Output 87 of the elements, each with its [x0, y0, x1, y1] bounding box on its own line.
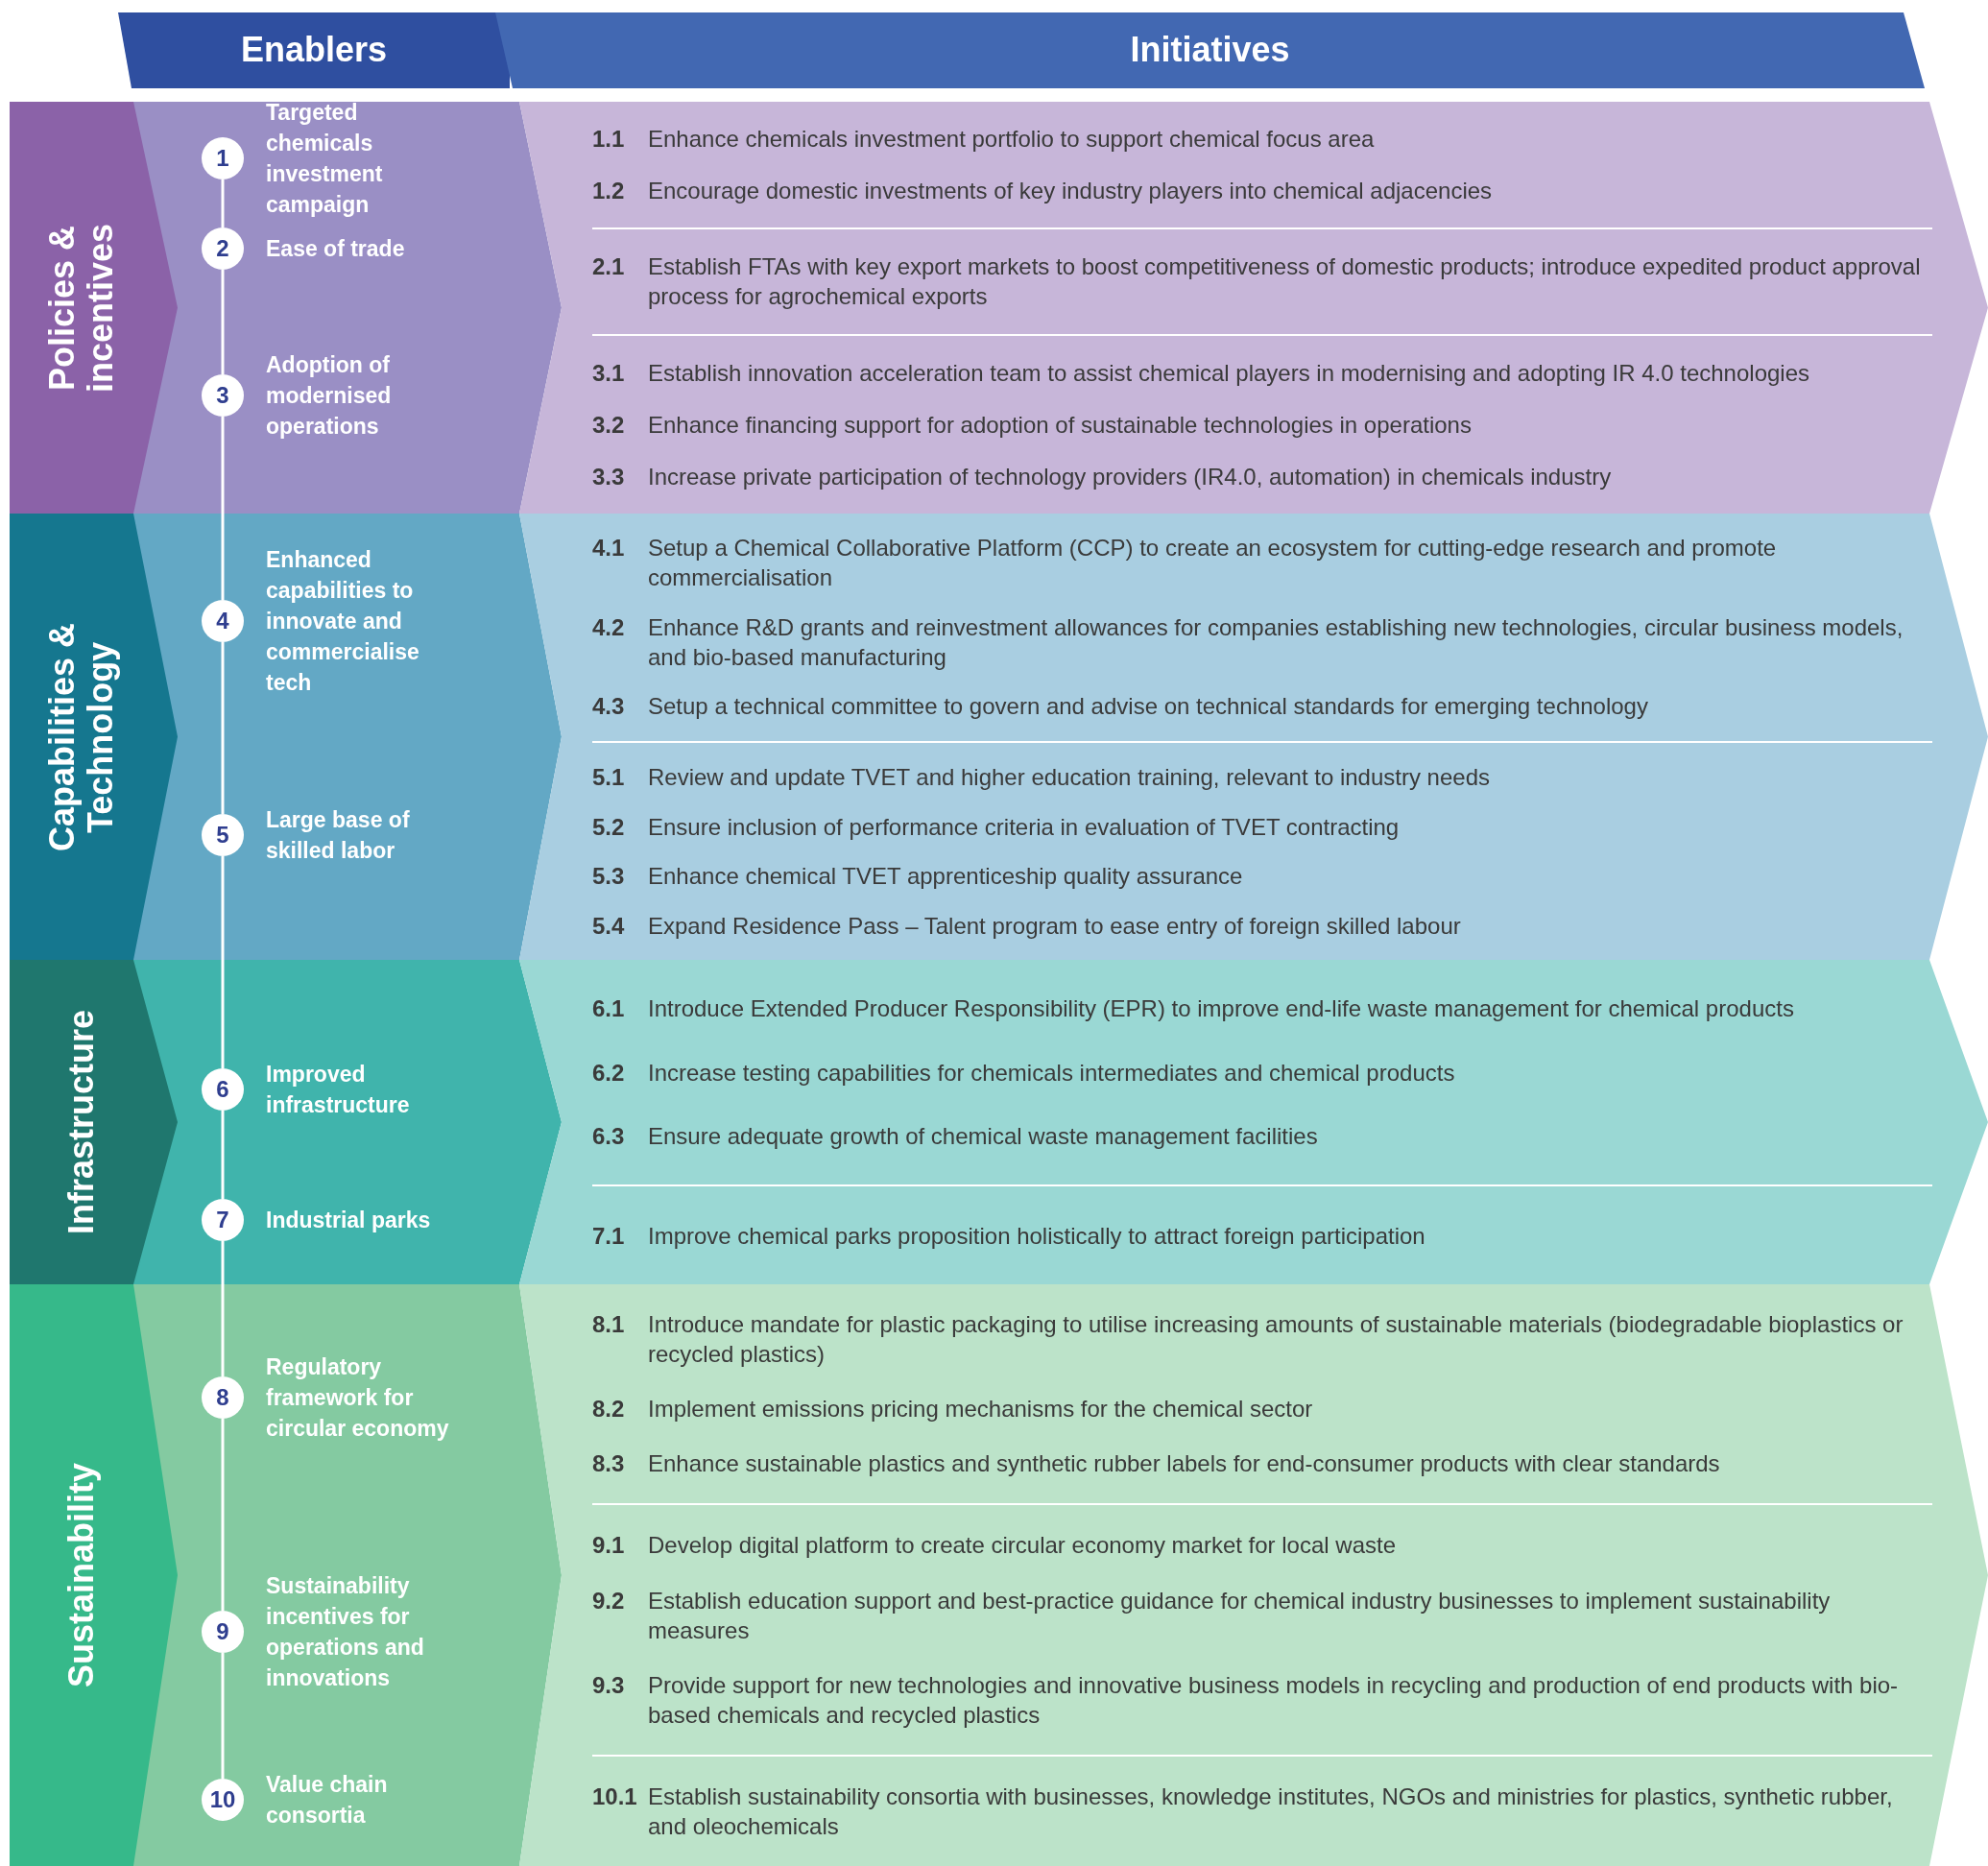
- item-number: 9.3: [592, 1670, 626, 1700]
- initiative-text: Setup a technical committee to govern and advise on technical standards for emerging technology: [648, 692, 1648, 722]
- initiative-text: Establish sustainability consortia with businesses, knowledge institutes, NGOs and ministries for plastics, synthetic rubber, and oleochemicals: [648, 1782, 1894, 1841]
- initiative-text: Improve chemical parks proposition holistically to attract foreign participation: [648, 1221, 1425, 1251]
- initiative-text: Ensure inclusion of performance criteria in evaluation of TVET contracting: [648, 812, 1400, 842]
- initiative-band: [519, 1284, 1988, 1866]
- initiative-text: Develop digital platform to create circular economy market for local waste: [648, 1531, 1396, 1561]
- item-number: 7.1: [592, 1221, 626, 1251]
- initiative-text: Expand Residence Pass – Talent program to ease entry of foreign skilled labour: [648, 911, 1461, 941]
- initiative-text: Setup a Chemical Collaborative Platform (CCP) to create an ecosystem for cutting-edge research and promote commercialisation: [648, 534, 1778, 593]
- initiative-text: Introduce Extended Producer Responsibility (EPR) to improve end-life waste management for chemical products: [648, 994, 1794, 1024]
- connector-line: [221, 270, 225, 374]
- category-panel: [10, 960, 179, 1284]
- category-panel: [10, 1284, 179, 1866]
- pillar-label: Policies & incentives: [41, 222, 121, 395]
- initiative-text: Establish FTAs with key export markets to boost competitiveness of domestic products; introduce expedited product approval process for agrochemical exports: [648, 252, 1922, 312]
- item-number: 4.3: [592, 692, 626, 722]
- item-number: 4.1: [592, 534, 626, 563]
- initiative-text: Enhance financing support for adoption of sustainable technologies in operations: [648, 410, 1472, 440]
- initiative-text: Increase testing capabilities for chemicals intermediates and chemical products: [648, 1058, 1455, 1088]
- initiative-text: Encourage domestic investments of key industry players into chemical adjacencies: [648, 177, 1493, 206]
- initiative-text: Introduce mandate for plastic packaging to utilise increasing amounts of sustainable materials (biodegradable bioplastics or recycled plastics): [648, 1310, 1904, 1370]
- initiative-text: Increase private participation of technology providers (IR4.0, automation) in chemicals industry: [648, 462, 1612, 491]
- item-number: 3.3: [592, 462, 626, 491]
- header-banner: [495, 12, 1925, 88]
- initiative-band: [519, 102, 1988, 514]
- enabler-label: Improved infrastructure: [266, 1061, 411, 1119]
- initiative-band: [519, 514, 1988, 960]
- enabler-label: Targeted chemicals investment campaign: [266, 99, 384, 219]
- item-number: 2.1: [592, 252, 626, 282]
- enabler-band: [133, 514, 562, 960]
- item-number: 5.1: [592, 763, 626, 793]
- initiative-text: Implement emissions pricing mechanisms for the chemical sector: [648, 1395, 1313, 1424]
- initiative-text: Enhance chemicals investment portfolio to support chemical focus area: [648, 125, 1375, 155]
- connector-line: [221, 1419, 225, 1611]
- connector-line: [221, 642, 225, 814]
- pillar-label: Sustainability: [60, 1461, 102, 1690]
- item-number: 5.3: [592, 862, 626, 892]
- enabler-label: Enhanced capabilities to innovate and commercialise tech: [266, 546, 420, 697]
- enabler-label: Adoption of modernised operations: [266, 351, 393, 441]
- item-number: 3.2: [592, 410, 626, 440]
- connector-line: [221, 417, 225, 600]
- initiative-text: Establish innovation acceleration team to assist chemical players in modernising and adopting IR 4.0 technologies: [648, 358, 1810, 388]
- connector-line: [221, 1241, 225, 1376]
- initiative-text: Enhance chemical TVET apprenticeship quality assurance: [648, 862, 1243, 892]
- item-number: 9.2: [592, 1586, 626, 1615]
- item-number: 6.2: [592, 1058, 626, 1088]
- connector-line: [221, 856, 225, 1068]
- initiative-text: Provide support for new technologies and innovative business models in recycling and production of end products with bio-based chemicals and recycled plastics: [648, 1670, 1900, 1730]
- item-number: 1.1: [592, 125, 626, 155]
- item-number: 3.1: [592, 358, 626, 388]
- initiative-text: Enhance sustainable plastics and synthetic rubber labels for end-consumer products with clear standards: [648, 1449, 1720, 1479]
- item-number: 5.4: [592, 911, 626, 941]
- initiative-band: [519, 960, 1988, 1284]
- item-number: 8.3: [592, 1449, 626, 1479]
- category-panel: [10, 102, 179, 514]
- header-label: Initiatives: [1129, 30, 1291, 70]
- enabler-label: Regulatory framework for circular economy: [266, 1353, 450, 1443]
- connector-line: [221, 1111, 225, 1199]
- enabler-label: Ease of trade: [266, 235, 406, 263]
- initiative-text: Review and update TVET and higher education training, relevant to industry needs: [648, 763, 1490, 793]
- item-number: 8.1: [592, 1310, 626, 1340]
- initiative-text: Ensure adequate growth of chemical waste management facilities: [648, 1122, 1318, 1151]
- connector-line: [221, 1653, 225, 1779]
- enabler-band: [133, 102, 562, 514]
- enabler-label: Value chain consortia: [266, 1771, 389, 1830]
- item-number: 10.1: [592, 1782, 638, 1811]
- header-label: Enablers: [239, 30, 389, 70]
- enabler-label: Large base of skilled labor: [266, 806, 411, 865]
- item-number: 9.1: [592, 1531, 626, 1561]
- enabler-band: [133, 1284, 562, 1866]
- initiative-text: Enhance R&D grants and reinvestment allowances for companies establishing new technologies, circular business models, and bio-based manufacturing: [648, 612, 1904, 672]
- header-banner: [118, 12, 510, 88]
- item-number: 5.2: [592, 812, 626, 842]
- item-number: 6.1: [592, 994, 626, 1024]
- item-number: 1.2: [592, 177, 626, 206]
- pillar-label: Infrastructure: [60, 1008, 102, 1237]
- enabler-band: [133, 960, 562, 1284]
- item-number: 6.3: [592, 1122, 626, 1151]
- enabler-label: Sustainability incentives for operations and innovations: [266, 1572, 425, 1692]
- connector-line: [221, 179, 225, 227]
- item-number: 4.2: [592, 612, 626, 642]
- pillar-label: Capabilities & Technology: [41, 621, 121, 853]
- item-number: 8.2: [592, 1395, 626, 1424]
- initiative-text: Establish education support and best-practice guidance for chemical industry businesses to implement sustainability measures: [648, 1586, 1832, 1645]
- category-panel: [10, 514, 179, 960]
- enabler-label: Industrial parks: [266, 1207, 432, 1234]
